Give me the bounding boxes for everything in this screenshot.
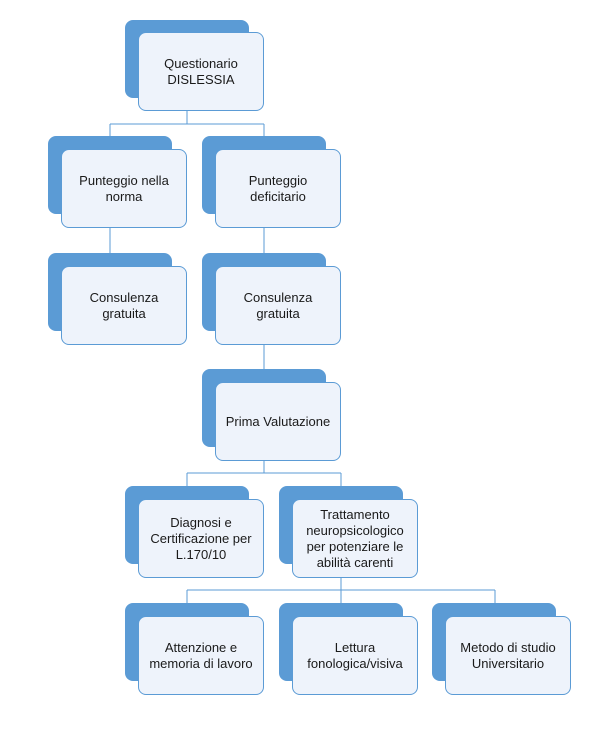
node-root-label: Questionario DISLESSIA bbox=[164, 55, 238, 87]
node-study-method-label: Metodo di studio Universitario bbox=[460, 639, 556, 671]
node-score-deficit-label: Punteggio deficitario bbox=[248, 172, 308, 204]
node-treatment-label: Trattamento neuropsicologico per potenzi… bbox=[306, 506, 404, 570]
node-consult-free-right-label: Consulenza gratuita bbox=[243, 289, 313, 321]
node-diagnosis-label: Diagnosi e Certificazione per L.170/10 bbox=[150, 514, 252, 562]
node-score-normal-label: Punteggio nella norma bbox=[79, 172, 169, 204]
node-consult-free-left-label: Consulenza gratuita bbox=[89, 289, 159, 321]
node-first-evaluation-label: Prima Valutazione bbox=[225, 413, 331, 429]
node-attention-label: Attenzione e memoria di lavoro bbox=[149, 639, 253, 671]
node-reading-label: Lettura fonologica/visiva bbox=[307, 639, 403, 671]
